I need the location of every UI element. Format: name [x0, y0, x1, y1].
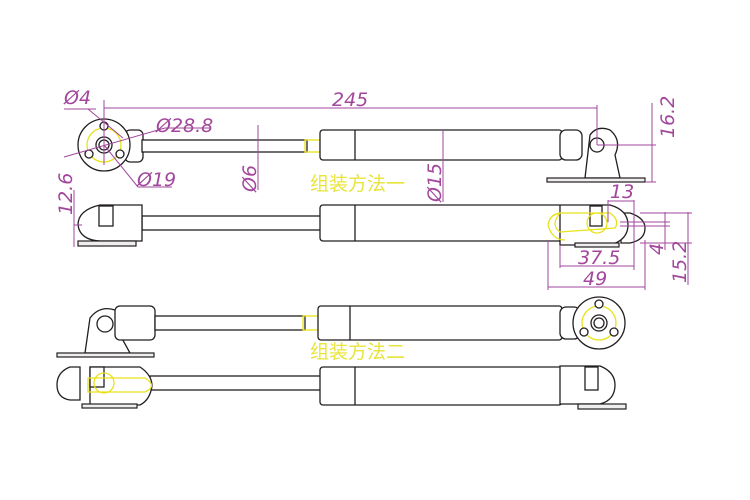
dimension-lines	[63, 100, 692, 290]
dim-slot-offset: 13	[610, 181, 634, 203]
dim-left-height: 12.6	[55, 173, 77, 215]
dim-body-dia: Ø15	[424, 163, 446, 203]
dim-flange-dia: Ø28.8	[155, 115, 213, 137]
dim-end-height: 15.2	[669, 241, 691, 283]
dim-slot-width: 4	[646, 243, 668, 255]
spring-top-view-1	[77, 118, 646, 183]
dim-bracket-height: 16.2	[657, 96, 679, 138]
dim-end-inner: 37.5	[578, 247, 620, 269]
spring-top-view-2	[56, 296, 626, 358]
spring-side-view-1	[77, 204, 646, 248]
dim-pitch-dia: Ø19	[136, 169, 176, 191]
dim-length: 245	[332, 89, 368, 111]
cylinder	[319, 129, 563, 161]
assembly-method-two-label: 组装方法二	[310, 341, 405, 363]
dim-rod-dia: Ø6	[239, 165, 261, 193]
dim-end-outer: 49	[583, 268, 607, 290]
spring-side-view-2	[56, 365, 627, 410]
mount-plate	[546, 177, 646, 183]
dim-hole-dia: Ø4	[63, 87, 91, 109]
assembly-method-one-label: 组装方法一	[310, 173, 405, 195]
